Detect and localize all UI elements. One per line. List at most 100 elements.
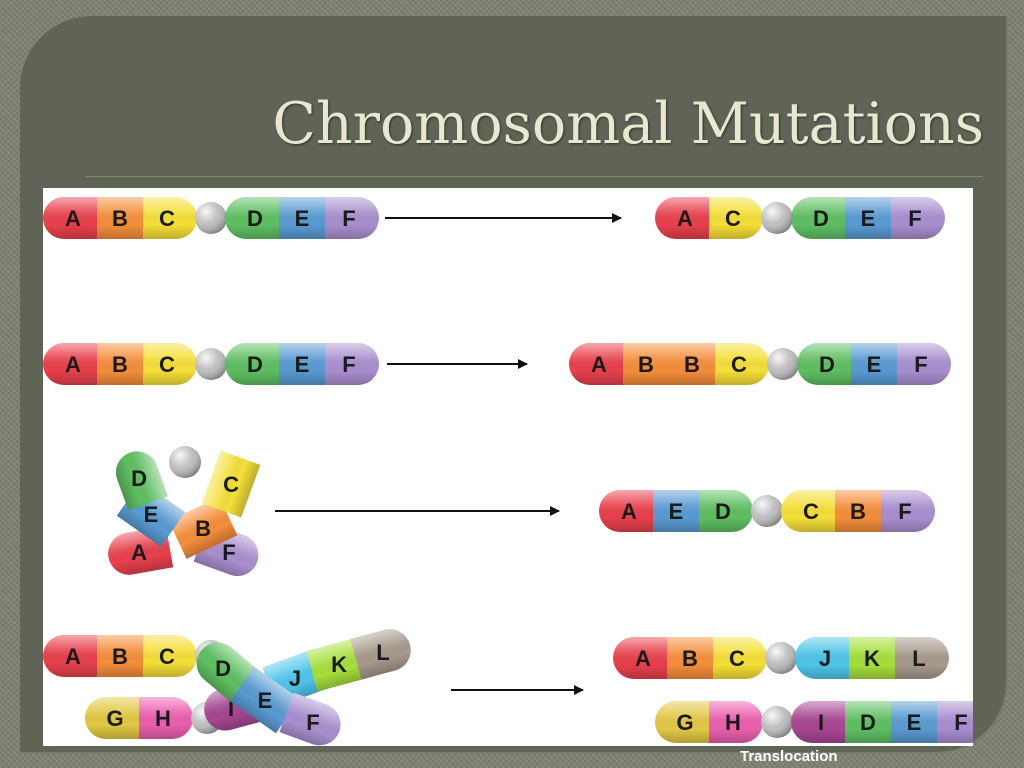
gene-a: A [43, 343, 97, 385]
gene-d: D [225, 343, 279, 385]
gene-e: E [851, 343, 897, 385]
arrows-layer [275, 218, 621, 690]
gene-label-d: D [813, 206, 829, 231]
centromere [767, 348, 799, 380]
gene-d: D [225, 197, 279, 239]
gene-i: I [791, 701, 845, 743]
gene-a: A [655, 197, 709, 239]
gene-label-c: C [159, 352, 175, 377]
gene-label-a: A [677, 206, 693, 231]
gene-label-d: D [715, 499, 731, 524]
gene-label-b: B [684, 352, 700, 377]
gene-label-f: F [898, 499, 911, 524]
translocation-after-bottom: G H IDEF [655, 701, 973, 743]
inversion-loop: F A B ED C [105, 445, 265, 582]
gene-label-a: A [635, 646, 651, 671]
gene-label-a: A [621, 499, 637, 524]
gene-f: F [897, 343, 951, 385]
gene-c: C [713, 637, 767, 679]
gene-b: B [835, 490, 881, 532]
slide-title: Chromosomal Mutations [20, 96, 984, 153]
gene-label-f: F [908, 206, 921, 231]
gene-label-e: E [867, 352, 882, 377]
gene-c: C [143, 635, 197, 677]
gene-e: E [279, 197, 325, 239]
gene-label-h: H [725, 710, 741, 735]
gene-c: C [143, 197, 197, 239]
centromere [765, 642, 797, 674]
gene-label-c: C [223, 472, 239, 497]
gene-label-j: J [289, 666, 301, 691]
gene-d: D [791, 197, 845, 239]
gene-g: G [85, 697, 139, 739]
gene-label-b: B [195, 516, 211, 541]
gene-label-a: A [131, 540, 147, 565]
gene-label-b: B [850, 499, 866, 524]
centromere [761, 202, 793, 234]
gene-label-i: I [818, 710, 824, 735]
gene-label-l: L [376, 640, 389, 665]
gene-label-e: E [861, 206, 876, 231]
gene-label-d: D [819, 352, 835, 377]
centromere [751, 495, 783, 527]
gene-label-c: C [159, 206, 175, 231]
title-divider [86, 176, 983, 177]
gene-label-k: K [864, 646, 880, 671]
gene-label-c: C [731, 352, 747, 377]
gene-g: G [655, 701, 709, 743]
gene-b: B [669, 343, 715, 385]
gene-f: F [937, 701, 973, 743]
gene-label-d: D [131, 466, 147, 491]
gene-label-k: K [331, 652, 347, 677]
gene-e: E [891, 701, 937, 743]
gene-f: F [891, 197, 945, 239]
gene-l: L [895, 637, 949, 679]
gene-label-d: D [247, 352, 263, 377]
gene-e: E [845, 197, 891, 239]
gene-label-d: D [247, 206, 263, 231]
centromere [195, 348, 227, 380]
gene-h: H [709, 701, 763, 743]
gene-label-a: A [591, 352, 607, 377]
gene-e: E [279, 343, 325, 385]
gene-label-e: E [295, 206, 310, 231]
centromere [169, 446, 201, 478]
gene-d: D [797, 343, 851, 385]
gene-label-g: G [106, 706, 123, 731]
gene-a: A [43, 635, 97, 677]
gene-label-j: J [819, 646, 831, 671]
gene-a: A [599, 490, 653, 532]
gene-label-e: E [669, 499, 684, 524]
gene-label-g: G [676, 710, 693, 735]
gene-label-a: A [65, 352, 81, 377]
gene-label-f: F [222, 540, 235, 565]
gene-d: D [845, 701, 891, 743]
gene-label-e: E [144, 502, 159, 527]
gene-label-c: C [803, 499, 819, 524]
gene-l: L [351, 624, 416, 679]
gene-a: A [613, 637, 667, 679]
gene-label-a: A [65, 206, 81, 231]
gene-label-f: F [306, 710, 319, 735]
gene-label-d: D [215, 656, 231, 681]
gene-b: B [97, 197, 143, 239]
gene-label-b: B [112, 644, 128, 669]
gene-b: B [97, 635, 143, 677]
duplication-before: ABCDEF [43, 343, 379, 385]
gene-label-a: A [65, 644, 81, 669]
gene-label-f: F [954, 710, 967, 735]
translocation-after-top: A BC J KL [613, 637, 949, 679]
gene-label-c: C [725, 206, 741, 231]
gene-c: C [709, 197, 763, 239]
gene-label-b: B [682, 646, 698, 671]
gene-f: F [325, 197, 379, 239]
gene-d: D [699, 490, 753, 532]
